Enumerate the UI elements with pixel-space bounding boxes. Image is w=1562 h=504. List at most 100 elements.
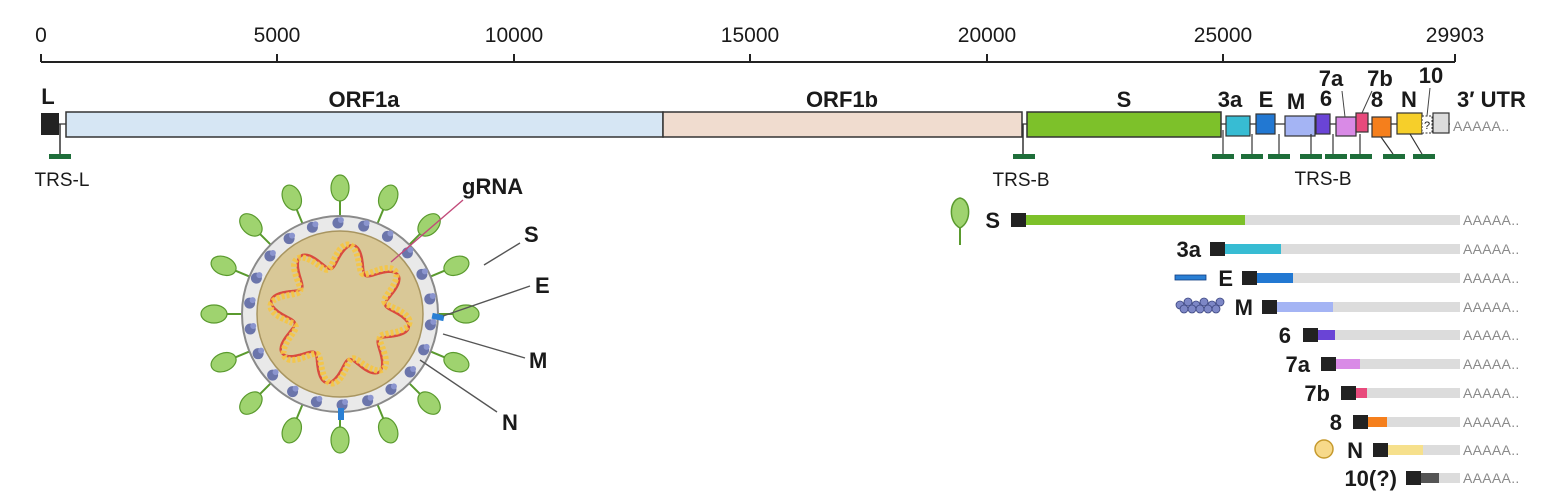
- sgrna-polya: AAAAA..: [1463, 414, 1520, 430]
- sgrna-polya: AAAAA..: [1463, 385, 1520, 401]
- membrane-protein: [381, 230, 394, 242]
- sgrna-label: 10(?): [1344, 466, 1397, 491]
- gene-7a-block: [1335, 116, 1357, 137]
- leader-line-7a: [1341, 90, 1346, 118]
- sgrna-leader: [1262, 300, 1277, 314]
- axis-tick-label: 5000: [254, 24, 301, 47]
- virion-illustration: gRNA S E M N: [200, 174, 550, 454]
- e-protein-marker: [338, 408, 344, 420]
- gene-e-block: [1255, 113, 1276, 135]
- nucleocapsid-icon: [1314, 439, 1334, 459]
- subgenomic-rna-row: 7b AAAAA..: [1304, 381, 1519, 406]
- axis-tick-label: 25000: [1194, 24, 1252, 47]
- membrane-protein: [264, 249, 276, 262]
- sgrna-tail: [1335, 359, 1460, 369]
- membrane-protein: [283, 232, 296, 245]
- sgrna-label: 6: [1279, 323, 1291, 348]
- membrane-protein: [362, 394, 374, 407]
- gene-label-7a: 7a: [1319, 66, 1344, 91]
- sgrna-polya: AAAAA..: [1463, 299, 1520, 315]
- gene-s-block: [1026, 111, 1222, 138]
- sgrna-leader: [1373, 443, 1388, 457]
- spike-protein: [330, 409, 350, 454]
- axis-tick-label: 0: [35, 24, 47, 47]
- membrane-protein: [267, 369, 279, 381]
- gene-8-block: [1371, 116, 1392, 138]
- sgrna-orf-segment: [1318, 330, 1335, 340]
- sgrna-polya: AAAAA..: [1463, 356, 1520, 372]
- gene-label-7b: 7b: [1367, 66, 1393, 91]
- spike-protein: [375, 401, 399, 444]
- sgrna-leader: [1303, 328, 1318, 342]
- sgrna-polya: AAAAA..: [1463, 270, 1520, 286]
- n-callout-line: [419, 359, 498, 413]
- sgrna-label: M: [1235, 295, 1253, 320]
- spike-protein: [200, 304, 245, 324]
- gene-label-8: 8: [1371, 87, 1383, 112]
- sgrna-polya: AAAAA..: [1463, 470, 1520, 486]
- axis-tick-label: 20000: [958, 24, 1016, 47]
- sgrna-label: 7b: [1304, 381, 1330, 406]
- membrane-protein: [418, 343, 430, 356]
- membrane-protein: [424, 318, 437, 331]
- grna-label: gRNA: [462, 174, 523, 199]
- membrane-protein: [306, 221, 319, 233]
- membrane-protein: [287, 385, 299, 398]
- sgrna-orf-segment: [1421, 473, 1439, 483]
- spike-protein: [281, 401, 305, 444]
- sgrna-polya: AAAAA..: [1463, 442, 1520, 458]
- gene-label-e: E: [1259, 87, 1274, 112]
- sgrna-orf-segment: [1368, 417, 1387, 427]
- gene-label-m: M: [1287, 89, 1305, 114]
- leader-line-7b: [1361, 90, 1373, 114]
- sgrna-orf-segment: [1388, 445, 1423, 455]
- membrane-protein: [244, 323, 257, 335]
- sgrna-polya: AAAAA..: [1463, 212, 1520, 228]
- gene-label-orf1b: ORF1b: [806, 87, 878, 112]
- sgrna-orf-segment: [1356, 388, 1367, 398]
- membrane-protein: [252, 347, 265, 360]
- trs-b-group: [1222, 130, 1423, 155]
- membrane-protein: [416, 268, 428, 280]
- axis-tick-label: 15000: [721, 24, 779, 47]
- s-callout-line: [483, 242, 521, 266]
- membrane-protein: [385, 383, 397, 395]
- spike-protein: [406, 213, 441, 248]
- gene-3a-block: [1225, 115, 1251, 137]
- spike-protein: [427, 255, 470, 279]
- sgrna-tail: [1355, 388, 1460, 398]
- trs-b-group-label: TRS-B: [1295, 169, 1352, 190]
- grna-callout-line: [390, 199, 464, 263]
- gene-label-3utr: 3′ UTR: [1457, 87, 1526, 112]
- subgenomic-rna-row: 10(?) AAAAA..: [1344, 466, 1519, 491]
- sgrna-tail: [1256, 273, 1460, 283]
- sgrna-orf-segment: [1257, 273, 1293, 283]
- subgenomic-rna-row: E AAAAA..: [1218, 266, 1519, 291]
- gene-label-orf1a: ORF1a: [329, 87, 401, 112]
- trs-l-marker: [49, 154, 71, 159]
- sgrna-leader: [1353, 415, 1368, 429]
- axis-tick-label: 29903: [1426, 24, 1484, 47]
- sgrna-tail: [1276, 302, 1460, 312]
- membrane-protein: [424, 292, 436, 305]
- trs-b-markers: [1212, 154, 1435, 159]
- m-callout-line: [442, 333, 526, 359]
- sgrna-orf-segment: [1225, 244, 1281, 254]
- sgrna-label: 3a: [1177, 237, 1202, 262]
- spike-protein: [210, 349, 253, 373]
- membrane-protein: [404, 366, 417, 378]
- sgrna-label: E: [1218, 266, 1233, 291]
- sgrna-leader: [1011, 213, 1026, 227]
- sgrna-orf-segment: [1336, 359, 1360, 369]
- spike-protein: [210, 255, 253, 279]
- gene-label-n: N: [1401, 87, 1417, 112]
- sgrna-orf-segment: [1026, 215, 1245, 225]
- n-label: N: [502, 410, 518, 435]
- gene-6-block: [1315, 113, 1331, 135]
- spike-protein: [427, 349, 470, 373]
- s-label: S: [524, 222, 539, 247]
